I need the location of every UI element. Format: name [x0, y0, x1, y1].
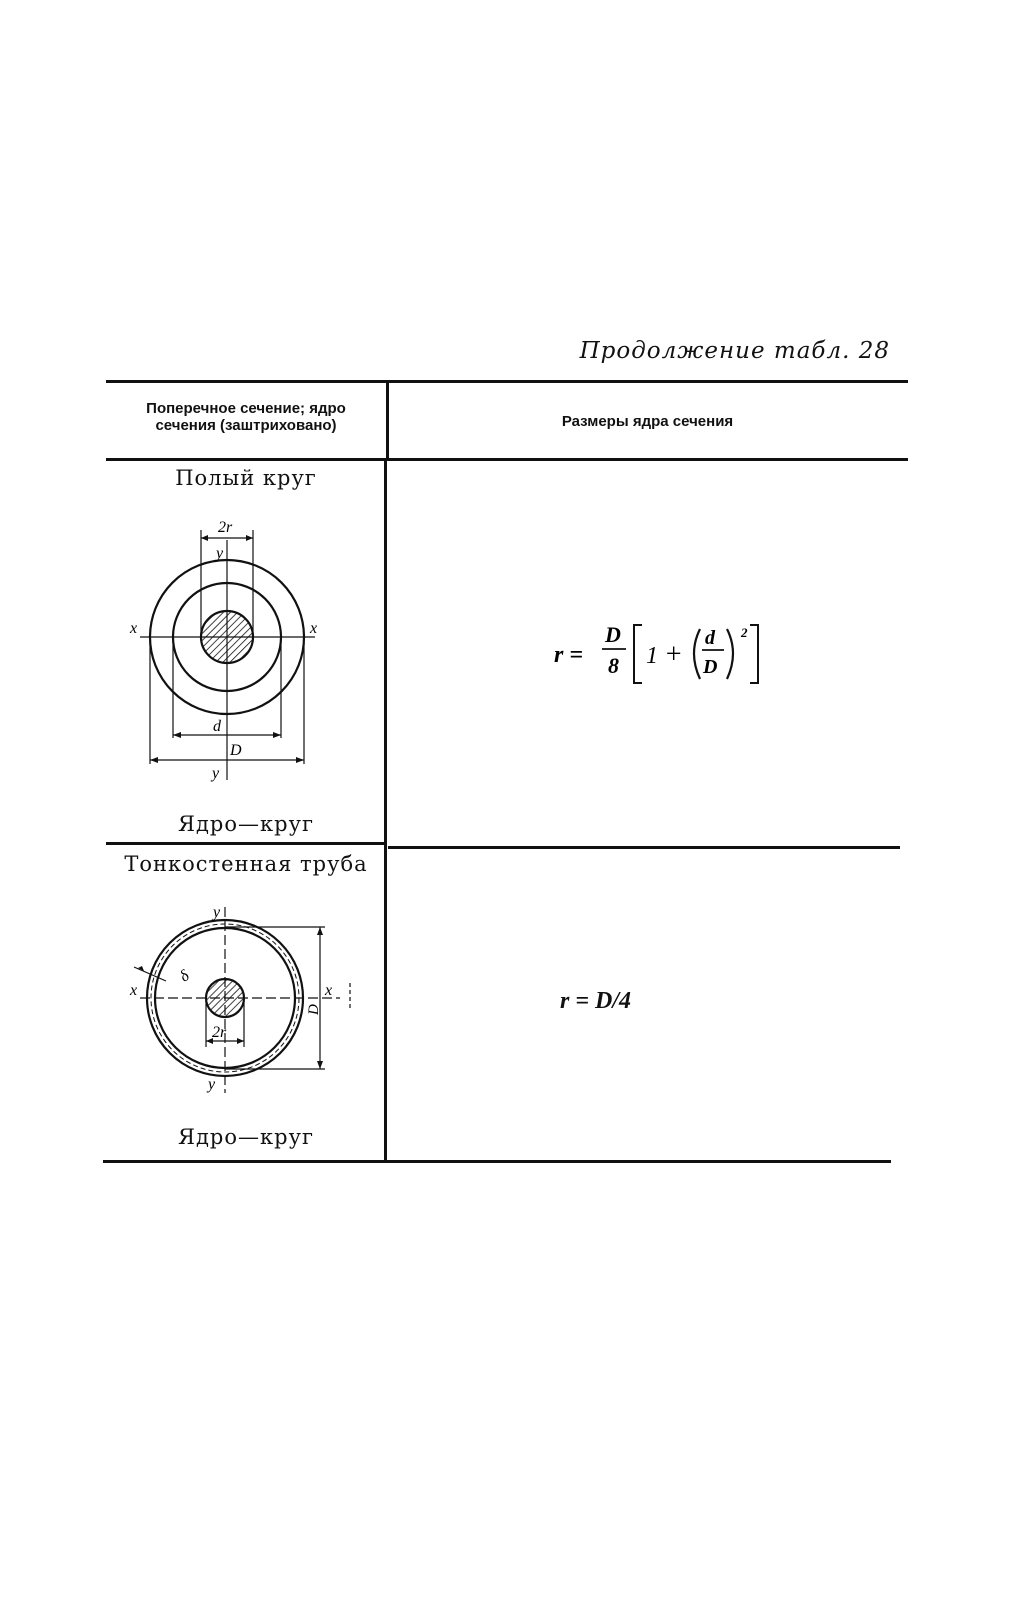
column-divider-header — [386, 383, 389, 458]
tube-label-delta: δ — [177, 967, 193, 986]
row-divider-right — [388, 846, 900, 849]
header-cross-section: Поперечное сечение; ядро сечения (заштри… — [110, 400, 382, 434]
tube-label-y-bottom: y — [206, 1076, 216, 1093]
tube-label-x-left: x — [129, 982, 137, 999]
row1-core-label: Ядро—круг — [178, 812, 314, 836]
formula1-frac-den: 8 — [608, 653, 619, 678]
row1-title: Полый круг — [175, 466, 317, 490]
row-divider-left — [106, 842, 386, 845]
hollow-circle-diagram: 2r y x x d D y — [129, 519, 317, 782]
column-divider-body — [384, 461, 387, 1161]
header-cross-section-line1: Поперечное сечение; ядро — [146, 400, 346, 417]
thin-tube-diagram: y x x δ D 2r y — [129, 904, 351, 1093]
header-core-dimensions: Размеры ядра сечения — [561, 413, 734, 430]
label-y-top: y — [214, 545, 224, 562]
table-bottom-rule — [103, 1160, 891, 1163]
label-2r: 2r — [218, 519, 233, 536]
formula1-plus: + — [664, 639, 683, 670]
tube-label-D: D — [306, 1004, 322, 1016]
table-caption: Продолжение табл. 28 — [579, 338, 890, 364]
label-x-left: x — [129, 620, 137, 637]
thin-tube-formula: r = D/4 — [560, 988, 632, 1014]
formula1-frac-num: D — [604, 622, 621, 647]
label-D: D — [229, 742, 242, 759]
formula1-inner-den: D — [702, 656, 717, 678]
row2-title: Тонкостенная труба — [124, 852, 368, 876]
table-top-rule — [106, 380, 908, 383]
header-bottom-rule — [106, 458, 908, 461]
tube-label-2r: 2r — [212, 1024, 227, 1041]
label-x-right: x — [309, 620, 317, 637]
label-y-bottom: y — [210, 765, 220, 782]
formula1-exponent: 2 — [740, 625, 748, 640]
formula1-one: 1 — [646, 643, 658, 669]
tube-label-x-right: x — [324, 982, 332, 999]
hollow-circle-formula: r = D 8 1 + d D 2 — [554, 622, 759, 684]
formula1-inner-num: d — [705, 627, 716, 649]
label-d: d — [213, 718, 222, 735]
header-cross-section-line2: сечения (заштриховано) — [155, 417, 337, 434]
tube-label-y-top: y — [211, 904, 221, 921]
row2-core-label: Ядро—круг — [178, 1125, 314, 1149]
formula1-lhs: r = — [554, 642, 583, 668]
